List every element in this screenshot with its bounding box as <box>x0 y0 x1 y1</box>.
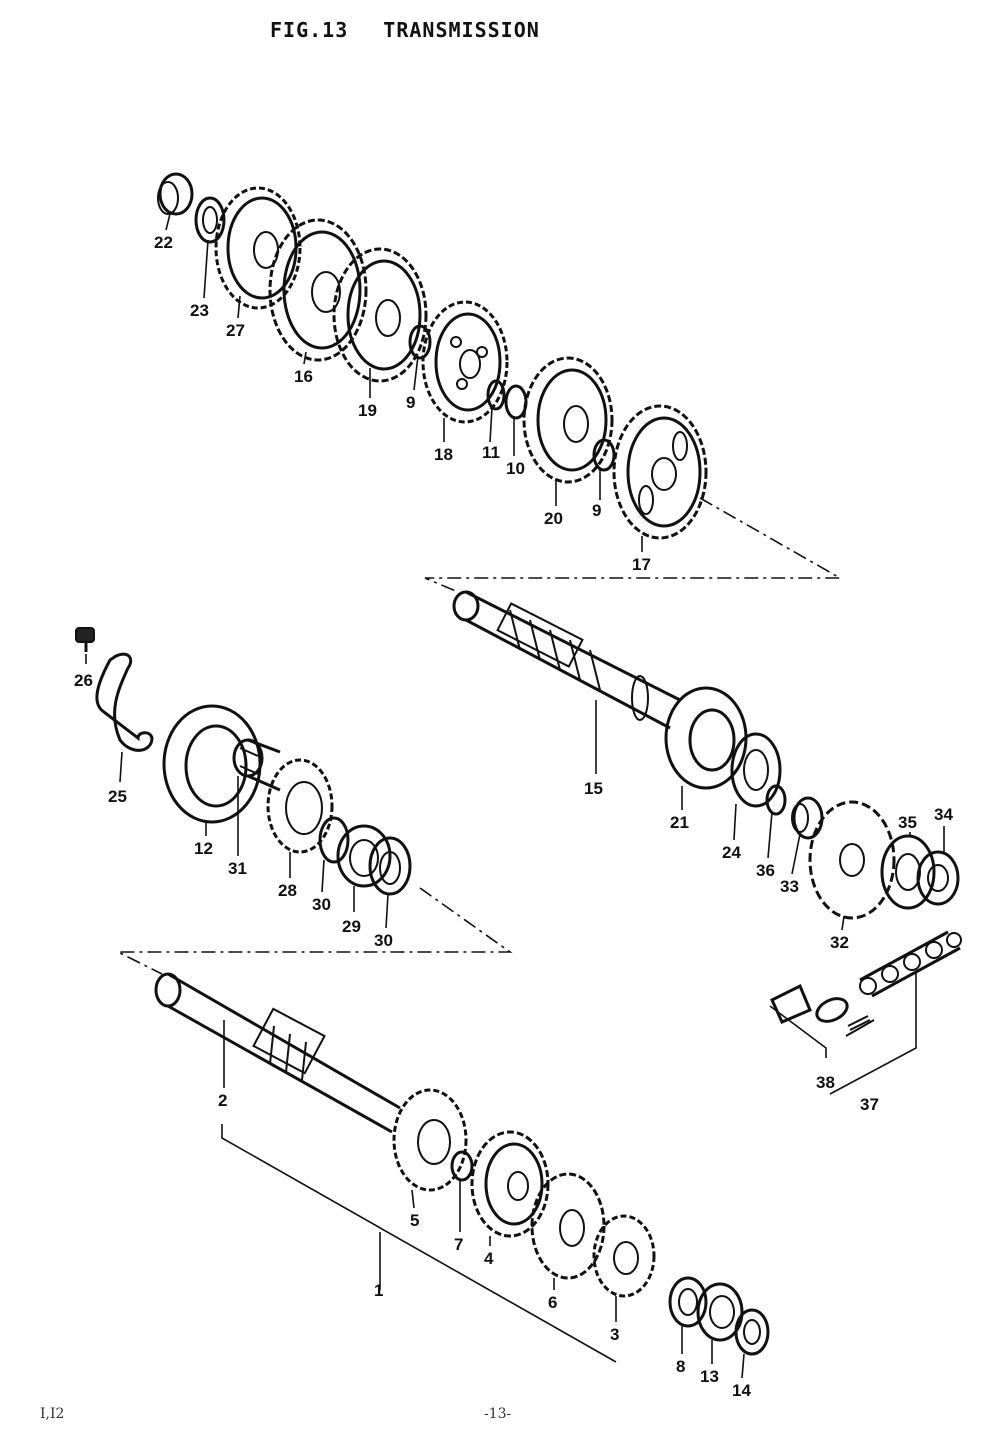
callout-30-b: 30 <box>374 931 393 950</box>
part-5-gear <box>392 1088 468 1192</box>
callout-23: 23 <box>190 301 209 320</box>
part-18-gear <box>421 300 509 424</box>
callout-3: 3 <box>610 1325 619 1344</box>
part-17-gear <box>612 404 708 540</box>
callout-20: 20 <box>544 509 563 528</box>
callout-11: 11 <box>482 443 500 462</box>
callout-29: 29 <box>342 917 361 936</box>
part-36-o-ring <box>765 784 787 816</box>
part-4-gear <box>470 1130 550 1238</box>
callout-26: 26 <box>74 671 93 690</box>
part-19-gear <box>332 247 428 383</box>
part-38-chain-joint <box>770 983 875 1037</box>
part-37-drive-chain <box>859 930 962 998</box>
callout-7: 7 <box>454 1235 463 1254</box>
callout-13: 13 <box>700 1367 719 1386</box>
callout-19: 19 <box>358 401 377 420</box>
part-3-gear <box>592 1214 656 1298</box>
footer-code: I,I2 <box>40 1406 65 1422</box>
part-13-bearing <box>696 1282 744 1342</box>
callout-37: 37 <box>860 1095 879 1114</box>
callout-34: 34 <box>934 805 953 824</box>
part-20-gear <box>522 356 614 484</box>
figure-title: FIG.13 TRANSMISSION <box>270 18 540 42</box>
callout-33: 33 <box>780 877 799 896</box>
callout-21: 21 <box>670 813 689 832</box>
callout-18: 18 <box>434 445 453 464</box>
part-30-washer-a <box>318 816 350 864</box>
part-31-sleeve <box>232 738 281 792</box>
callout-9-b: 9 <box>592 501 601 520</box>
leader-lines <box>85 213 945 1379</box>
callout-35: 35 <box>898 813 917 832</box>
callout-4: 4 <box>484 1249 494 1268</box>
part-22-bushing <box>157 172 194 216</box>
leader-1-bracket <box>221 1124 617 1363</box>
callout-6: 6 <box>548 1293 557 1312</box>
part-30-washer-b <box>368 836 412 896</box>
part-21-bearing <box>664 686 748 790</box>
callout-2: 2 <box>218 1091 227 1110</box>
callout-12: 12 <box>194 839 213 858</box>
part-8-washer <box>668 1276 708 1328</box>
callout-15: 15 <box>584 779 603 798</box>
callout-32: 32 <box>830 933 849 952</box>
part-11-circlip <box>486 379 506 411</box>
part-7-circlip <box>450 1150 474 1182</box>
assembly-line-countershaft <box>424 497 844 593</box>
callout-28: 28 <box>278 881 297 900</box>
part-33-spacer <box>791 796 824 840</box>
part-2-driveshaft <box>154 972 401 1134</box>
leader-38 <box>769 1005 827 1058</box>
part-6-gear <box>530 1172 606 1280</box>
part-14-oil-seal <box>734 1308 770 1356</box>
page-number: -13- <box>484 1406 512 1422</box>
callout-14: 14 <box>732 1381 751 1400</box>
part-26-screw <box>75 627 95 652</box>
callouts: 22 23 27 16 19 9 18 11 10 20 9 17 15 21 … <box>74 233 953 1400</box>
part-29-washer <box>336 824 392 888</box>
part-25-bearing-stopper <box>95 652 154 752</box>
figure-name: TRANSMISSION <box>383 18 540 42</box>
callout-27: 27 <box>226 321 245 340</box>
callout-38: 38 <box>816 1073 835 1092</box>
part-28-gear <box>266 758 334 854</box>
callout-22: 22 <box>154 233 173 252</box>
callout-1: 1 <box>374 1281 383 1300</box>
part-16-gear <box>268 218 368 362</box>
callout-10: 10 <box>506 459 525 478</box>
leader-37 <box>829 972 917 1095</box>
part-34-nut <box>916 850 960 906</box>
callout-5: 5 <box>410 1211 419 1230</box>
part-23-washer <box>194 196 226 244</box>
assembly-line-driveshaft <box>117 887 513 975</box>
callout-9-a: 9 <box>406 393 415 412</box>
callout-31: 31 <box>228 859 247 878</box>
callout-24: 24 <box>722 843 741 862</box>
part-32-engine-sprocket <box>808 800 896 920</box>
callout-17: 17 <box>632 555 651 574</box>
part-9-circlip-upper <box>408 324 432 360</box>
part-15-countershaft <box>452 590 681 730</box>
figure-number: FIG.13 <box>270 18 349 42</box>
callout-8: 8 <box>676 1357 685 1376</box>
part-9-circlip-lower <box>592 438 616 472</box>
callout-36: 36 <box>756 861 775 880</box>
part-12-bearing <box>162 704 262 824</box>
part-24-washer <box>730 732 782 808</box>
callout-25: 25 <box>108 787 127 806</box>
callout-30-a: 30 <box>312 895 331 914</box>
callout-16: 16 <box>294 367 313 386</box>
part-27-gear <box>214 186 302 310</box>
